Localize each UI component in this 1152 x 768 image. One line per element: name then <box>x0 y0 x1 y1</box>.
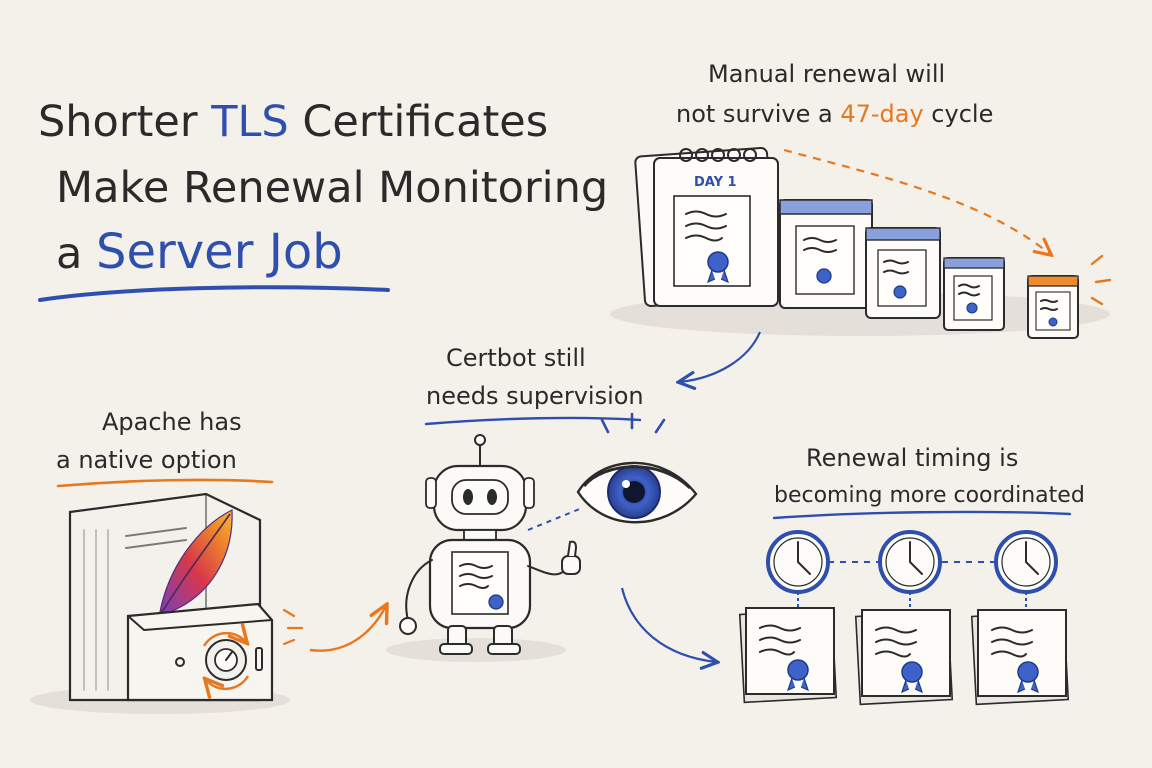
apache-line-2: a native option <box>56 446 237 474</box>
calendar-1: DAY 1 <box>634 146 779 308</box>
certificate-icon <box>738 607 838 704</box>
robot-to-eye-link <box>527 507 583 531</box>
apache-underline <box>56 478 274 488</box>
title-line-1: Shorter TLS Certificates <box>38 97 548 147</box>
calendar-sequence: DAY 1 <box>610 146 1112 339</box>
clock-icon <box>878 530 942 610</box>
title-underline <box>38 285 390 302</box>
certbot-underline <box>424 416 642 426</box>
robot-eye-left <box>463 489 473 505</box>
alert-burst-icon <box>1090 254 1112 306</box>
seal-icon <box>707 251 729 273</box>
seal-icon <box>966 302 978 314</box>
renewal-timing-line-1: Renewal timing is <box>806 444 1018 472</box>
thumbs-up-icon <box>561 555 581 575</box>
manual-renewal-line-2: not survive a 47-day cycle <box>676 100 993 128</box>
certbot-line-1: Certbot still <box>446 344 586 372</box>
title-block: Shorter TLS Certificates Make Renewal Mo… <box>38 97 608 302</box>
apache-server <box>30 492 304 714</box>
apache-feather-icon <box>155 509 233 623</box>
title-line-3: a Server Job <box>56 224 343 280</box>
title-line-2: Make Renewal Monitoring <box>56 163 608 213</box>
certbot-line-2: needs supervision <box>426 382 644 410</box>
apache-callout: Apache has a native option <box>56 408 274 488</box>
calendar-4 <box>943 257 1005 331</box>
calendar-2 <box>779 199 873 309</box>
calendar-day-label: DAY 1 <box>694 175 737 190</box>
robot-arm-left <box>405 559 433 621</box>
server-to-robot-arrow <box>309 606 386 652</box>
seal-icon <box>1048 317 1058 327</box>
renewal-module <box>126 602 274 702</box>
calendar-5 <box>1027 254 1112 339</box>
certbot-robot <box>386 434 581 662</box>
clock-icon <box>994 530 1058 610</box>
renewal-timing-line-2: becoming more coordinated <box>774 483 1085 508</box>
certbot-callout: Certbot still needs supervision <box>424 344 644 426</box>
clock-icon <box>766 530 830 608</box>
supervision-eye-icon <box>576 412 698 524</box>
certificate-icon <box>854 609 954 706</box>
robot-eye-right <box>487 489 497 505</box>
renewal-timing-callout: Renewal timing is becoming more coordina… <box>772 444 1085 520</box>
renewal-timing-underline <box>772 510 1072 520</box>
calendars-to-certbot-arrow <box>680 331 762 382</box>
refresh-icon <box>202 633 246 647</box>
apache-line-1: Apache has <box>102 408 242 436</box>
coordinated-renewals <box>738 530 1070 706</box>
seal-icon <box>893 285 907 299</box>
seal-icon <box>488 594 504 610</box>
manual-renewal-callout: Manual renewal will not survive a 47-day… <box>676 60 1050 254</box>
seal-icon <box>816 268 832 284</box>
calendar-1-rings <box>679 148 757 162</box>
certificate-icon <box>970 609 1070 706</box>
manual-renewal-line-1: Manual renewal will <box>708 60 945 88</box>
eye-to-timing-arrow <box>620 587 716 662</box>
calendar-3 <box>865 227 941 319</box>
